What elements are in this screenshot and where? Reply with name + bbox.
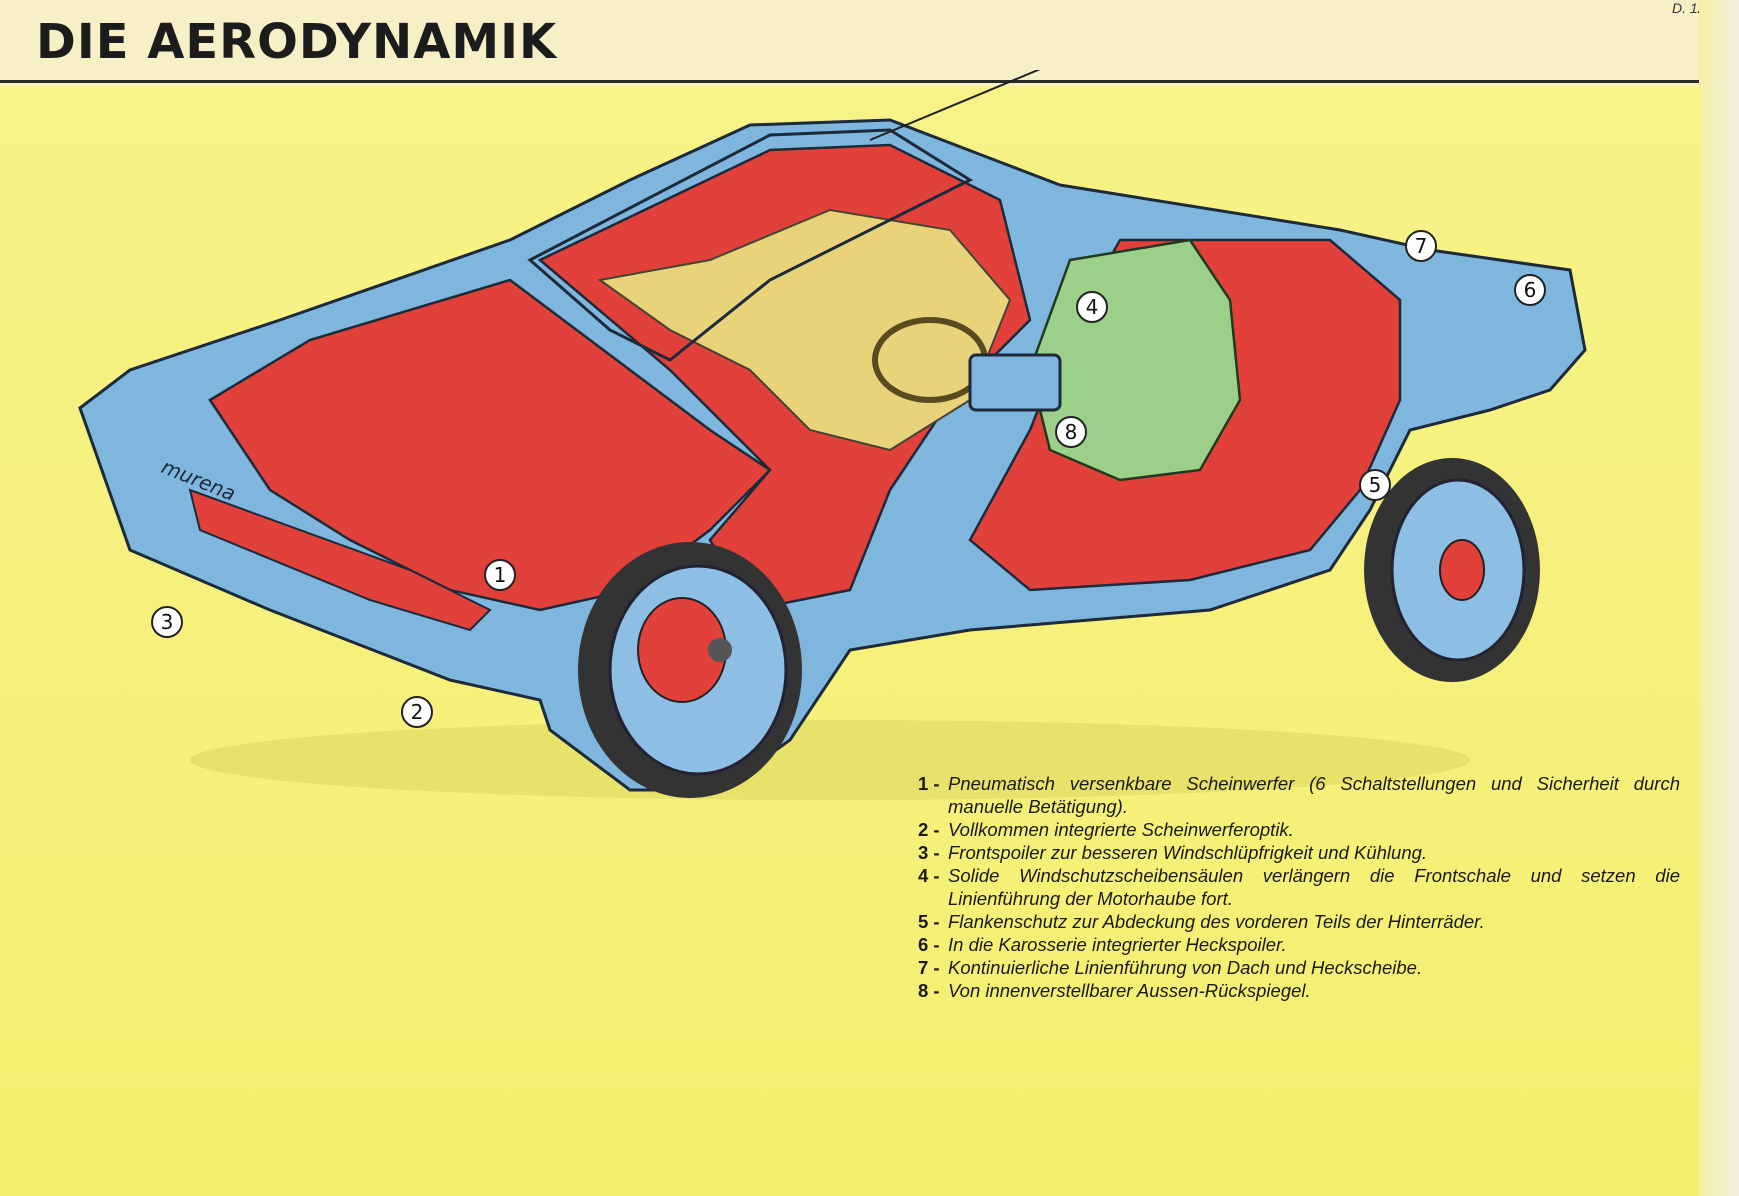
legend-number: 1 - [918, 773, 940, 794]
callout-7: 7 [1405, 230, 1437, 262]
antenna [869, 70, 1041, 141]
svg-text:1: 1 [494, 563, 507, 587]
legend-text: Flankenschutz zur Abdeckung des vorderen… [948, 911, 1485, 932]
legend-item: 7 - Kontinuierliche Linienführung von Da… [918, 956, 1680, 979]
svg-text:5: 5 [1369, 473, 1382, 497]
legend-number: 2 - [918, 819, 940, 840]
svg-text:4: 4 [1086, 295, 1099, 319]
legend-number: 4 - [918, 865, 940, 886]
legend-text: In die Karosserie integrierter Heckspoil… [948, 934, 1287, 955]
legend-number: 5 - [918, 911, 940, 932]
legend-item: 5 - Flankenschutz zur Abdeckung des vord… [918, 910, 1680, 933]
legend-number: 8 - [918, 980, 940, 1001]
front-cutaway [208, 278, 772, 612]
callout-5: 5 [1359, 469, 1391, 501]
legend-item: 2 - Vollkommen integrierte Scheinwerfero… [918, 818, 1680, 841]
svg-text:3: 3 [161, 610, 174, 634]
legend-item: 3 - Frontspoiler zur besseren Windschlüp… [918, 841, 1680, 864]
legend-item: 8 - Von innenverstellbarer Aussen-Rücksp… [918, 979, 1680, 1002]
legend-list: 1 - Pneumatisch versenkbare Scheinwerfer… [918, 772, 1680, 1002]
car-cutaway-illustration: murena 1 2 3 4 5 6 7 [78, 70, 1587, 800]
callout-3: 3 [151, 606, 183, 638]
front-grille [188, 488, 492, 632]
legend-item: 4 - Solide Windschutzscheibensäulen verl… [918, 864, 1680, 910]
callout-4: 4 [1076, 291, 1108, 323]
legend-text: Vollkommen integrierte Scheinwerferoptik… [948, 819, 1294, 840]
page-title: DIE AERODYNAMIK [36, 14, 558, 70]
callout-2: 2 [401, 696, 433, 728]
front-wheel [578, 542, 802, 798]
callout-8: 8 [1055, 416, 1087, 448]
title-underline [0, 80, 1700, 83]
legend-item: 6 - In die Karosserie integrierter Hecks… [918, 933, 1680, 956]
legend-text: Solide Windschutzscheibensäulen verlänge… [948, 865, 1680, 909]
legend-number: 3 - [918, 842, 940, 863]
callout-6: 6 [1514, 274, 1546, 306]
legend-text: Kontinuierliche Linienführung von Dach u… [948, 957, 1423, 978]
callout-1: 1 [484, 559, 516, 591]
windscreen [527, 128, 974, 362]
rear-wheel [1364, 458, 1540, 682]
svg-text:7: 7 [1415, 234, 1428, 258]
legend-number: 6 - [918, 934, 940, 955]
legend-item: 1 - Pneumatisch versenkbare Scheinwerfer… [918, 772, 1680, 818]
legend-text: Frontspoiler zur besseren Windschlüpfrig… [948, 842, 1428, 863]
legend-number: 7 - [918, 957, 940, 978]
page-edge [1699, 0, 1739, 1196]
legend-text: Pneumatisch versenkbare Scheinwerfer (6 … [948, 773, 1680, 817]
page-number: D. 12 [1672, 0, 1706, 16]
svg-text:2: 2 [411, 700, 424, 724]
header-band [0, 0, 1700, 86]
legend-text: Von innenverstellbarer Aussen-Rückspiege… [948, 980, 1311, 1001]
svg-text:8: 8 [1065, 420, 1078, 444]
rear-view-mirror [968, 353, 1062, 412]
svg-text:6: 6 [1524, 278, 1537, 302]
